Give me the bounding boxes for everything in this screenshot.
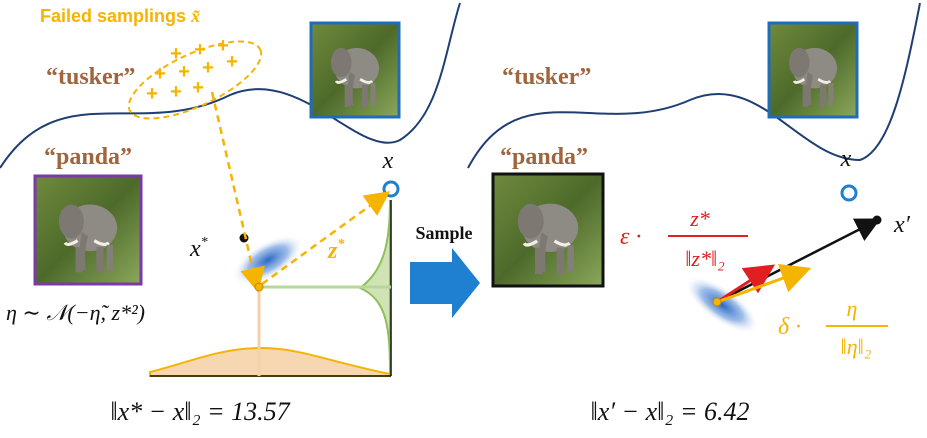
clean-image-right — [768, 22, 858, 118]
adversarial-point-right — [872, 215, 882, 225]
svg-text:+: + — [154, 63, 166, 85]
adversarial-image-left — [34, 175, 142, 285]
clean-image-left — [310, 22, 400, 118]
sample-label: Sample — [415, 223, 472, 243]
svg-text:+: + — [226, 51, 238, 73]
svg-text:+: + — [192, 77, 204, 99]
decision-boundary-right — [467, 2, 921, 169]
orange-density-curve — [149, 346, 391, 377]
clean-point-right — [840, 184, 858, 202]
adversarial-image-frame-left — [33, 174, 143, 286]
x-label-left: x — [382, 148, 394, 174]
z-star-direction-arrow — [716, 264, 776, 304]
svg-text:+: + — [170, 43, 182, 65]
svg-text:+: + — [194, 39, 206, 61]
mean-point-left — [254, 282, 264, 292]
adversarial-image-frame-right — [491, 172, 605, 288]
delta-denominator: ‖η‖₂ — [841, 334, 872, 359]
failed-samplings-label: Failed samplings x̃ — [40, 6, 200, 26]
right-distance-formula: ‖x′ − x‖₂ = 6.42 — [591, 397, 750, 426]
epsilon-numerator: z* — [689, 206, 710, 231]
tusker-label-right: “tusker” — [502, 64, 591, 90]
z-star-arrow — [261, 191, 391, 286]
tusker-label-left: “tusker” — [46, 64, 135, 90]
x-star-label: x* — [189, 235, 208, 262]
svg-text:+: + — [178, 61, 190, 83]
mean-point-right — [712, 297, 722, 307]
final-step-arrow — [716, 218, 881, 304]
epsilon-denominator: ‖z*‖₂ — [685, 246, 725, 271]
clean-image-frame-right — [767, 21, 859, 119]
panda-label-right: “panda” — [500, 144, 588, 170]
clean-point-left — [382, 180, 400, 198]
x-prime-label: x′ — [893, 212, 911, 238]
epsilon-prefix: ε · — [620, 224, 641, 250]
decision-boundary-left — [0, 2, 461, 169]
search-distribution-left — [232, 234, 304, 286]
z-star-label: z* — [327, 237, 345, 264]
svg-text:+: + — [217, 35, 229, 57]
eta-distribution-label: η ∼ 𝒩(−η̃, z*²) — [6, 300, 145, 325]
x-label-right: x — [840, 146, 852, 172]
delta-numerator: η — [847, 296, 858, 321]
clean-image-frame-left — [309, 21, 401, 119]
failed-samples-cluster — [127, 40, 263, 120]
left-distance-formula: ‖x* − x‖₂ = 13.57 — [110, 397, 290, 426]
sample-arrow — [410, 248, 480, 318]
eta-direction-arrow — [716, 264, 812, 304]
failed-sampling-arrow — [210, 91, 265, 293]
adversarial-image-right — [492, 173, 604, 287]
panda-label-left: “panda” — [44, 144, 132, 170]
svg-text:+: + — [202, 57, 214, 79]
failed-sample-crosses: +++ ++++ +++ — [146, 35, 238, 105]
delta-prefix: δ · — [778, 314, 801, 340]
search-distribution-right — [684, 276, 760, 334]
svg-text:+: + — [146, 83, 158, 105]
svg-text:+: + — [170, 81, 182, 103]
